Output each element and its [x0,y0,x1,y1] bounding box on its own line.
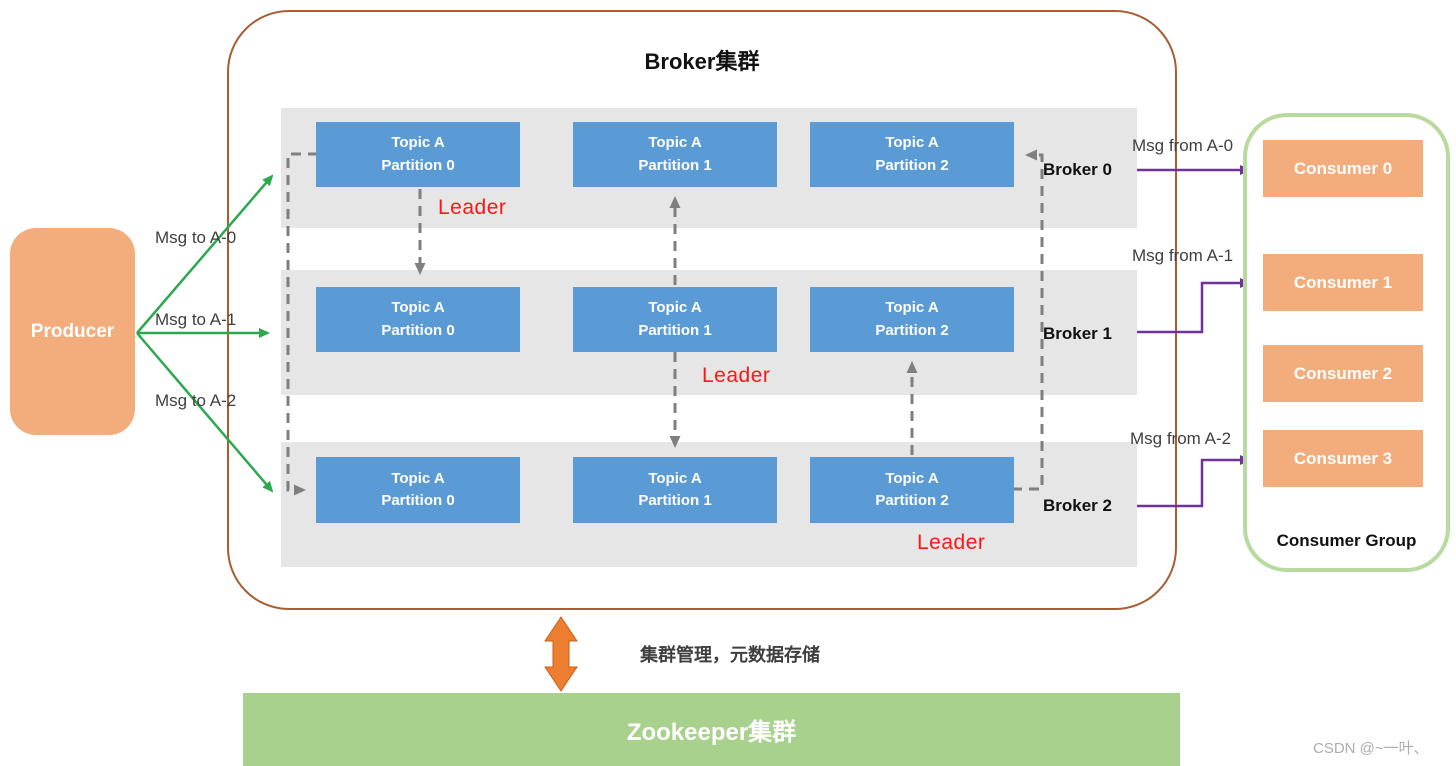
consumer-group-title: Consumer Group [1276,531,1417,550]
partition-box-b2-p2: Topic A Partition 2 [810,457,1014,523]
watermark-text: CSDN @~一叶、 [1313,740,1429,757]
partition-box-b0-p1: Topic A Partition 1 [573,122,777,187]
msg-from-a0-label: Msg from A-0 [1132,136,1234,155]
partition-box-b0-p2: Topic A Partition 2 [810,122,1014,187]
msg-from-a2-label: Msg from A-2 [1130,429,1232,448]
msg-from-a1-label: Msg from A-1 [1132,246,1234,265]
partition-name: Partition 2 [875,321,949,339]
zookeeper-caption: 集群管理，元数据存储 [640,645,820,665]
broker-0-label: Broker 0 [1043,160,1112,179]
leader-label-b2-p2: Leader [917,531,986,554]
partition-topic: Topic A [648,299,702,316]
partition-name: Partition 0 [381,492,455,509]
partition-name: Partition 2 [875,156,949,174]
partition-box-b2-p1: Topic A Partition 1 [573,457,777,523]
partition-name: Partition 1 [638,492,712,509]
partition-name: Partition 1 [638,321,712,339]
partition-name: Partition 1 [638,156,712,174]
consumer-3-box: Consumer 3 [1263,430,1423,487]
broker-cluster-title: Broker集群 [644,49,760,74]
leader-label-b0-p0: Leader [438,196,507,219]
consumer-2-box: Consumer 2 [1263,345,1423,402]
partition-name: Partition 0 [381,156,455,174]
partition-topic: Topic A [391,134,445,151]
msg-to-a0-label: Msg to A-0 [155,228,237,247]
partition-box-b2-p0: Topic A Partition 0 [316,457,520,523]
consumer-1-box: Consumer 1 [1263,254,1423,311]
partition-topic: Topic A [885,469,939,487]
partition-box-b1-p2: Topic A Partition 2 [810,287,1014,352]
partition-topic: Topic A [885,134,939,151]
msg-to-a2-label: Msg to A-2 [155,391,237,410]
partition-topic: Topic A [391,299,445,316]
partition-topic: Topic A [391,469,445,487]
partition-name: Partition 0 [381,321,455,339]
broker-1-label: Broker 1 [1043,324,1112,343]
partition-box-b1-p1: Topic A Partition 1 [573,287,777,352]
producer-box: Producer [10,228,135,435]
leader-label-b1-p1: Leader [702,364,771,387]
partition-topic: Topic A [648,134,702,151]
consumer-0-box: Consumer 0 [1263,140,1423,197]
partition-box-b1-p0: Topic A Partition 0 [316,287,520,352]
partition-topic: Topic A [885,299,939,316]
zookeeper-double-arrow [544,616,578,692]
partition-box-b0-p0: Topic A Partition 0 [316,122,520,187]
partition-name: Partition 2 [875,492,949,509]
zookeeper-bar: Zookeeper集群 [243,693,1180,766]
msg-to-a1-label: Msg to A-1 [155,310,237,329]
partition-topic: Topic A [648,469,702,487]
broker-2-label: Broker 2 [1043,496,1112,515]
